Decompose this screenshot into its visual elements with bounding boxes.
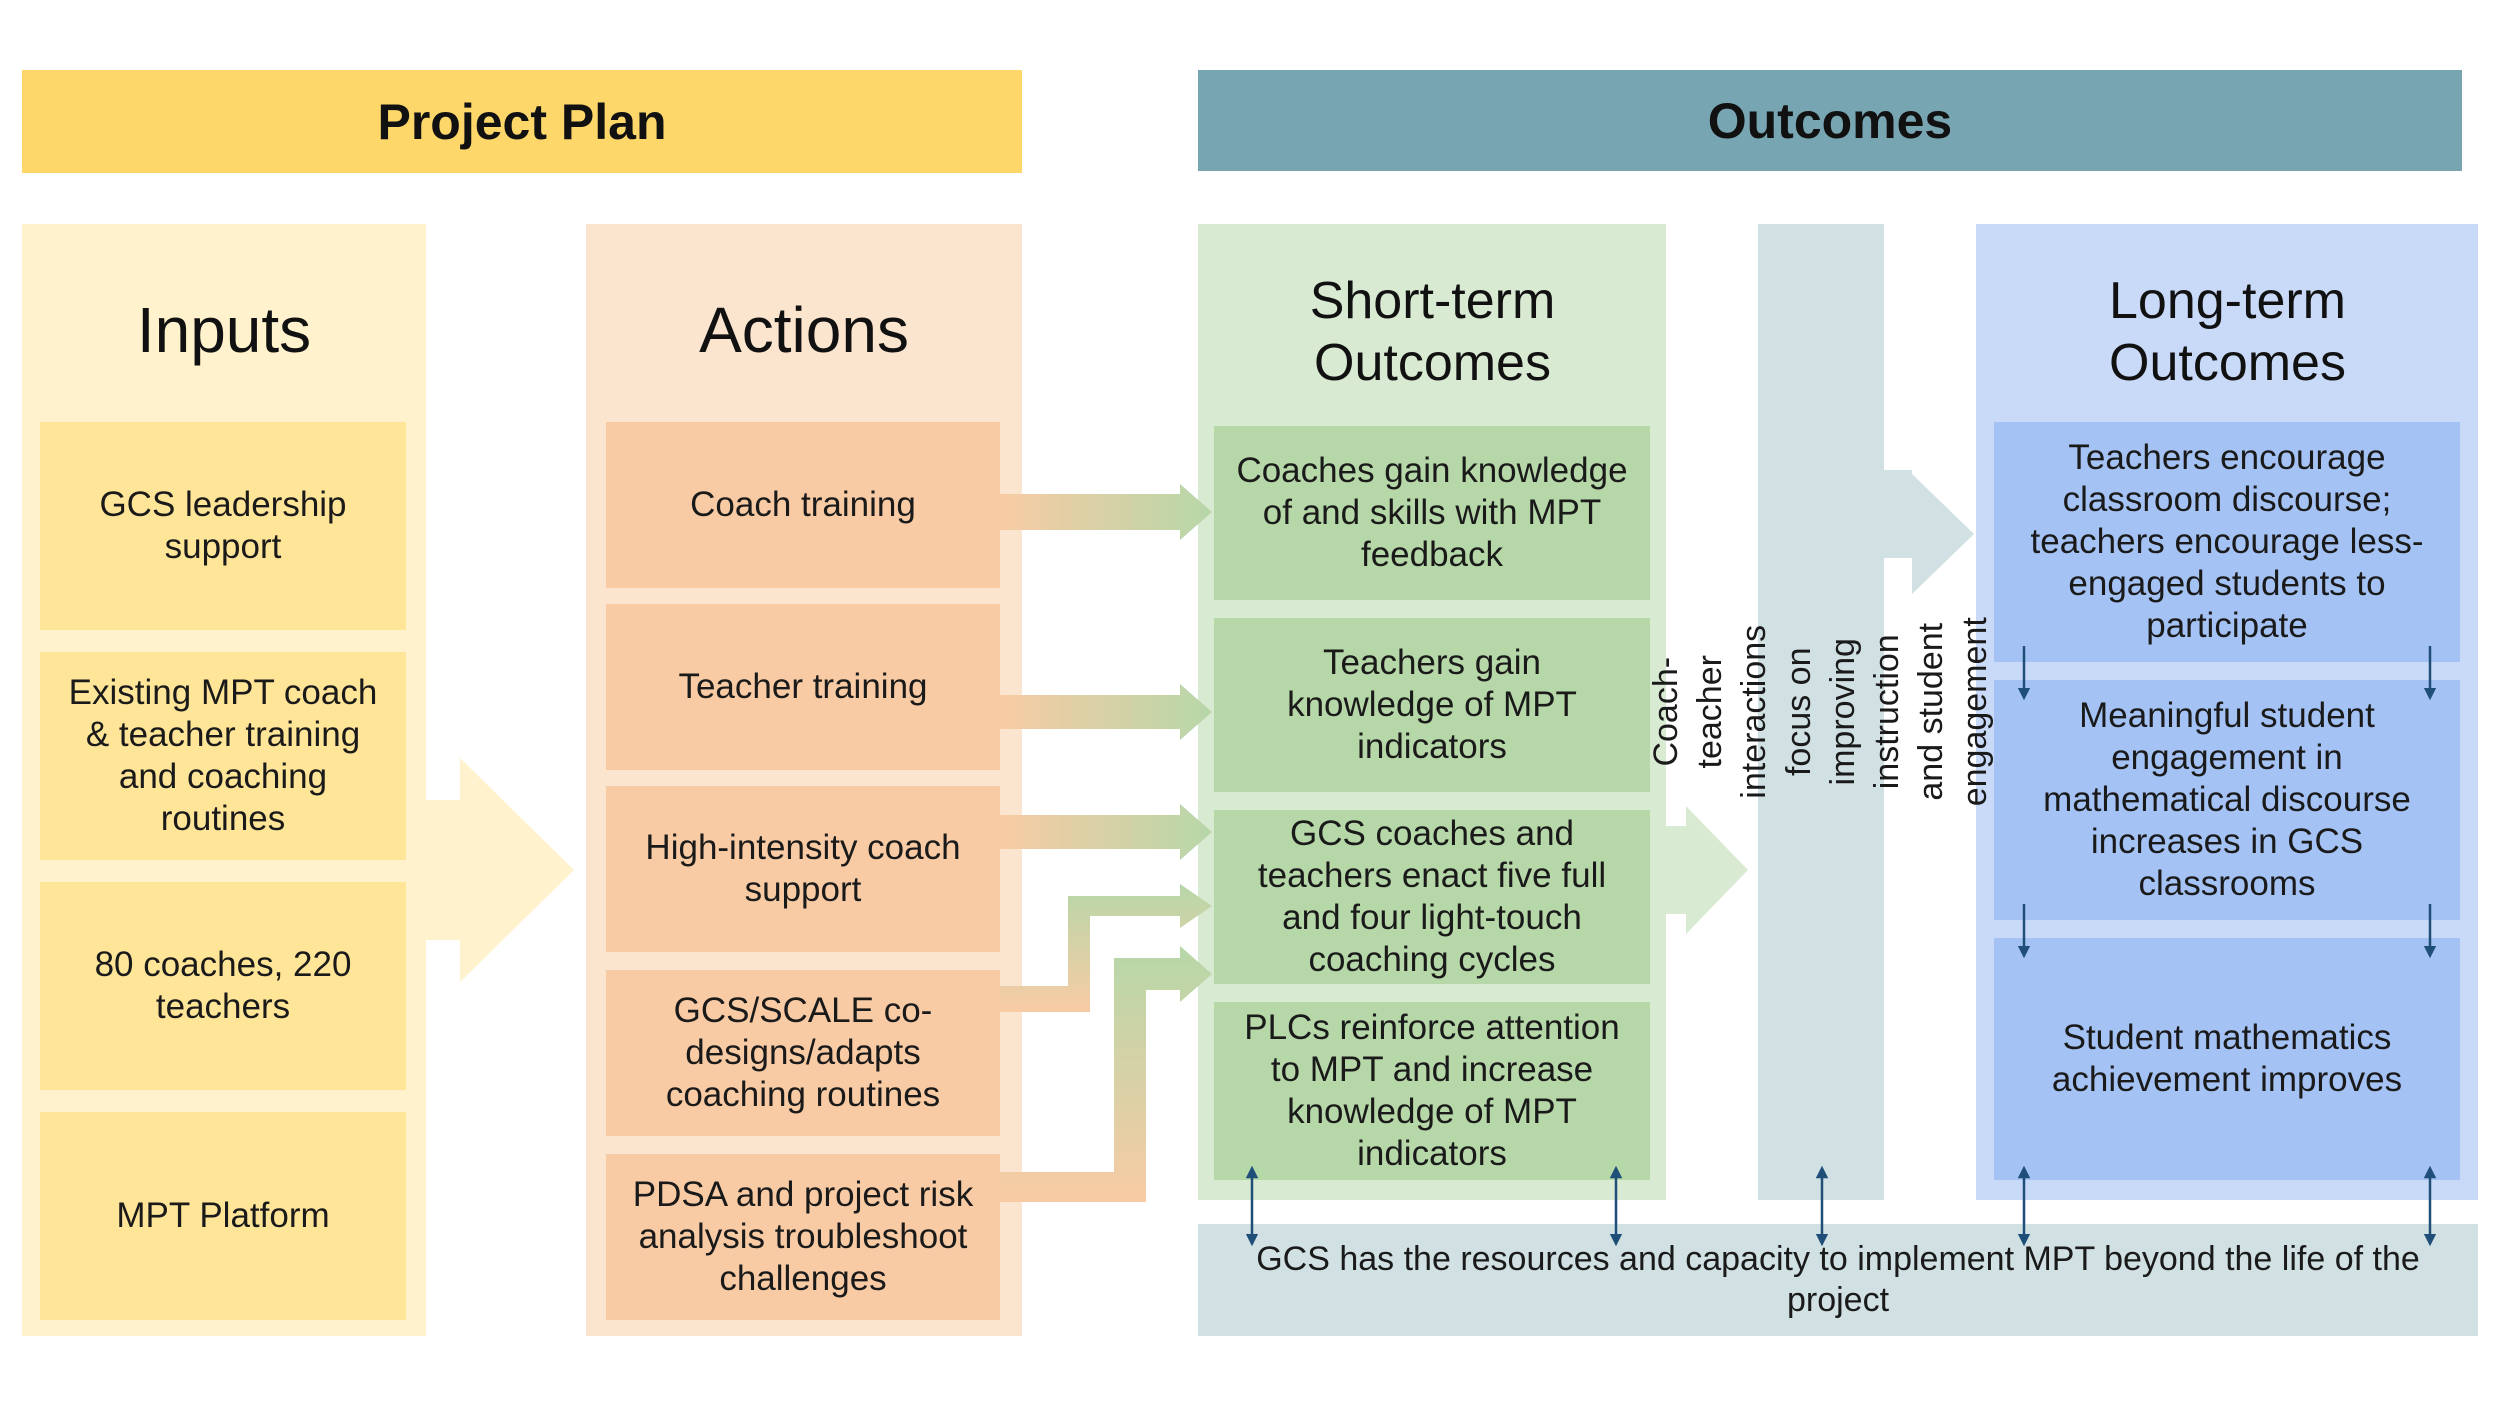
outcomes-banner: Outcomes [1198, 70, 2462, 171]
actions-panel [586, 224, 1022, 1336]
pdsa-elbow-arrow [1000, 946, 1212, 1202]
input-box-coaches-teachers: 80 coaches, 220 teachers [40, 882, 406, 1090]
long-term-column-title: Long-term Outcomes [2109, 271, 2346, 392]
outcomes-title: Outcomes [1707, 92, 1953, 149]
action-box-teacher-training: Teacher training [606, 604, 1000, 770]
project-plan-title: Project Plan [377, 93, 667, 150]
action-box-coach-training: Coach training [606, 422, 1000, 588]
input-box-leadership: GCS leadership support [40, 422, 406, 630]
short-term-box-coach-knowledge: Coaches gain knowledge of and skills wit… [1214, 426, 1650, 600]
input-box-mpt-platform: MPT Platform [40, 1112, 406, 1320]
action-box-co-design: GCS/SCALE co-designs/adapts coaching rou… [606, 970, 1000, 1136]
mediator-panel [1758, 224, 1884, 1200]
long-term-box-student-engagement: Meaningful student engagement in mathema… [1994, 680, 2460, 920]
action-box-pdsa: PDSA and project risk analysis troublesh… [606, 1154, 1000, 1320]
coach-training-arrow [1000, 484, 1212, 540]
actions-column-title: Actions [699, 294, 909, 366]
mediator-to-long-arrow [1884, 470, 1974, 594]
sustainability-panel [1198, 1224, 2478, 1336]
inputs-column-title: Inputs [136, 294, 312, 366]
action-box-coach-support: High-intensity coach support [606, 786, 1000, 952]
co-design-elbow-arrow [1000, 884, 1212, 1012]
inputs-to-actions-arrow [426, 758, 574, 982]
long-term-box-achievement: Student mathematics achievement improves [1994, 938, 2460, 1180]
input-box-existing-routines: Existing MPT coach & teacher training an… [40, 652, 406, 860]
short-term-box-teacher-knowledge: Teachers gain knowledge of MPT indicator… [1214, 618, 1650, 792]
short-to-mediator-arrow [1666, 806, 1748, 934]
short-term-column-title: Short-term Outcomes [1309, 271, 1556, 392]
short-term-box-coaching-cycles: GCS coaches and teachers enact five full… [1214, 810, 1650, 984]
sustainability-text: GCS has the resources and capacity to im… [1256, 1240, 2420, 1319]
teacher-training-arrow [1000, 684, 1212, 740]
long-term-box-classroom-discourse: Teachers encourage classroom discourse; … [1994, 422, 2460, 662]
project-plan-banner: Project Plan [22, 70, 1022, 173]
short-term-box-plcs: PLCs reinforce attention to MPT and incr… [1214, 1002, 1650, 1180]
coach-support-arrow [1000, 804, 1212, 860]
